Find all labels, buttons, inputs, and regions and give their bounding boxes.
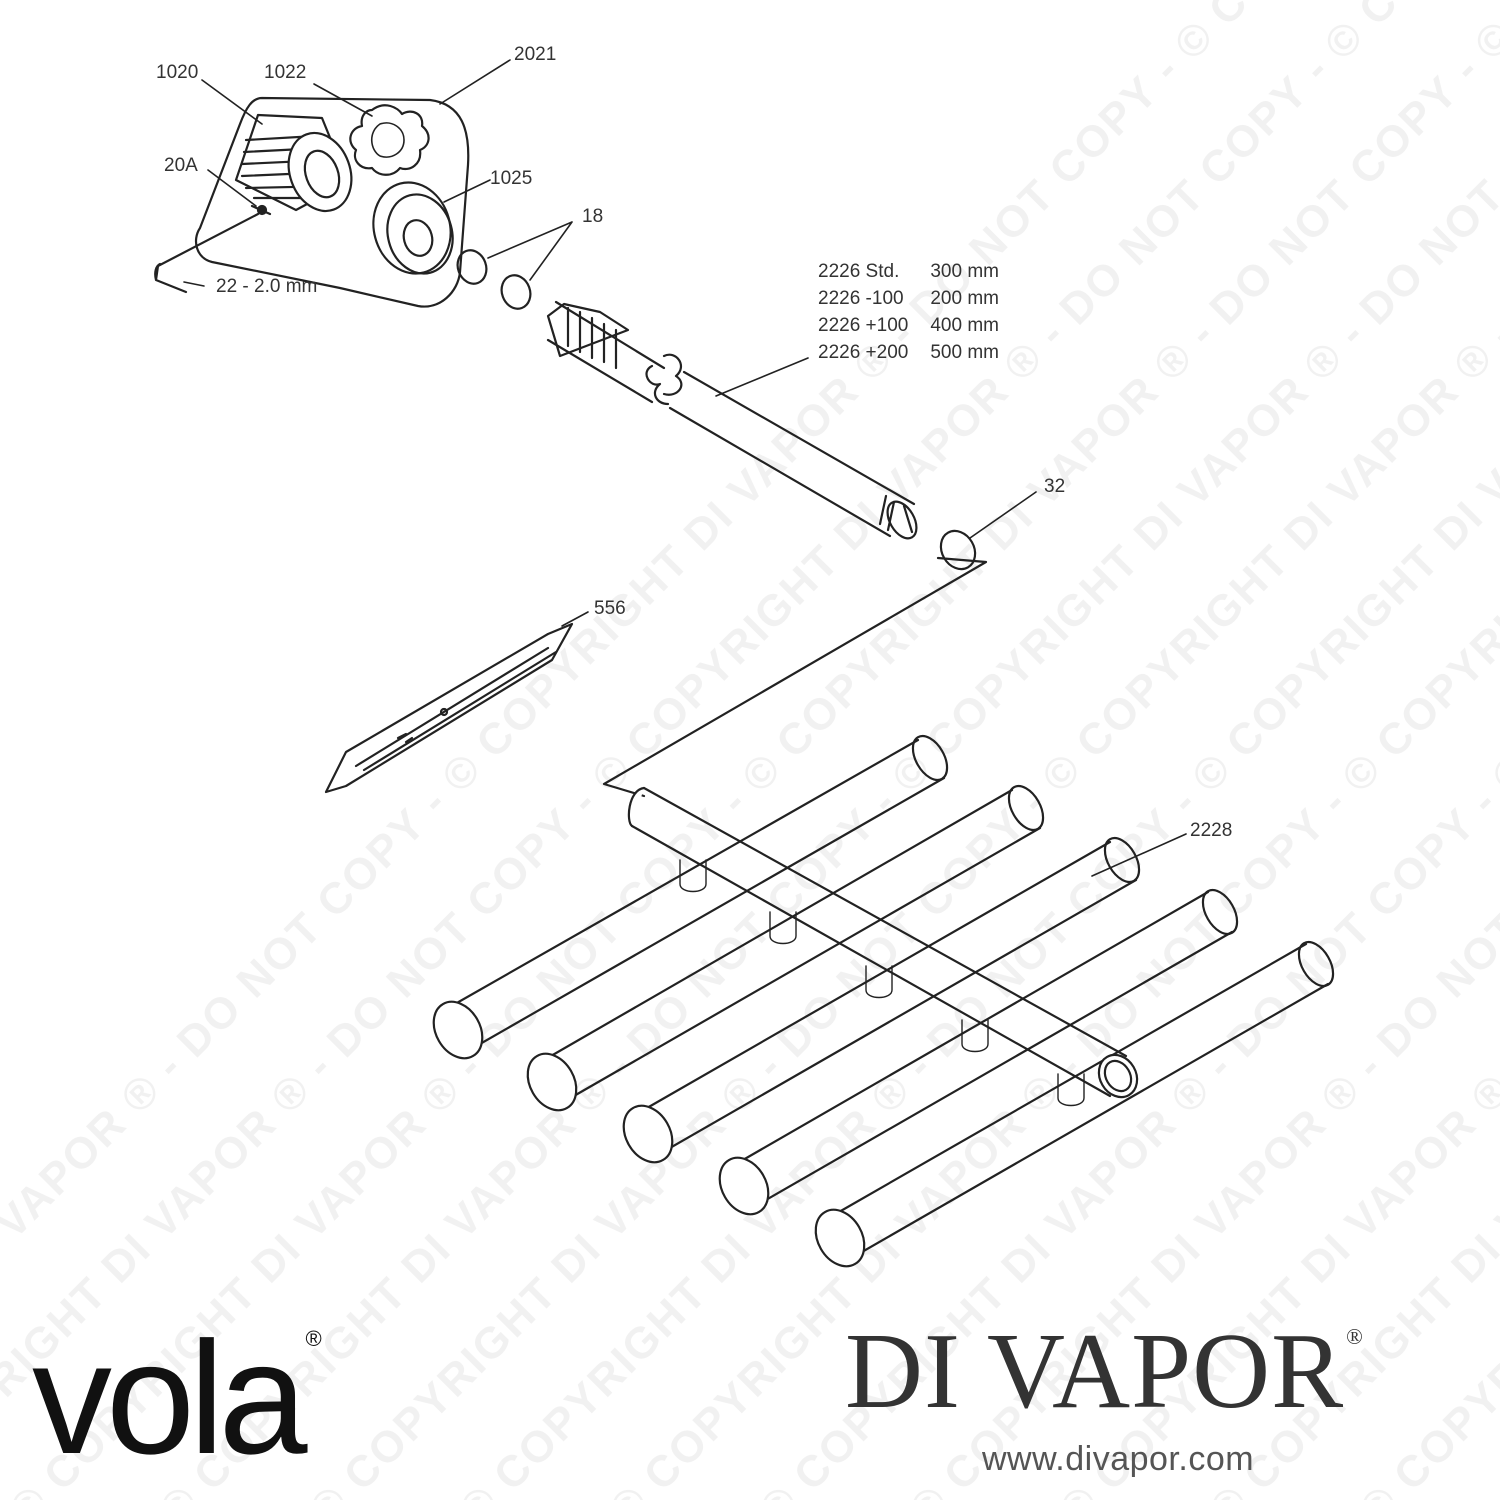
vola-logo: vola® xyxy=(32,1318,322,1478)
divapor-logo-text: DI VAPOR xyxy=(845,1312,1345,1431)
callout-2021: 2021 xyxy=(514,44,557,65)
variant-row: 2226 +200 500 mm xyxy=(818,341,999,368)
callout-556: 556 xyxy=(594,598,626,619)
divapor-registered-mark: ® xyxy=(1346,1324,1364,1349)
variant-code: 2226 +200 xyxy=(818,342,909,363)
part-20a-grub-screw xyxy=(250,204,272,216)
part-18-o-ring xyxy=(456,249,488,285)
callout-2228: 2228 xyxy=(1190,820,1233,841)
callout-32: 32 xyxy=(1044,476,1066,497)
variant-row: 2226 -100 200 mm xyxy=(818,287,999,314)
part-18-o-ring xyxy=(500,274,532,310)
part-2226-length-table: 2226 Std. 300 mm 2226 -100 200 mm 2226 +… xyxy=(818,260,999,368)
variant-code: 2226 Std. xyxy=(818,261,900,282)
vola-logo-text: vola xyxy=(32,1308,308,1487)
variant-length: 200 mm xyxy=(930,288,999,309)
divapor-website-link[interactable]: www.divapor.com xyxy=(982,1440,1255,1478)
variant-code: 2226 +100 xyxy=(818,315,909,336)
callout-1022: 1022 xyxy=(264,62,307,83)
variant-row: 2226 Std. 300 mm xyxy=(818,260,999,287)
callout-22: 22 - 2.0 mm xyxy=(216,276,318,297)
variant-row: 2226 +100 400 mm xyxy=(818,314,999,341)
variant-code: 2226 -100 xyxy=(818,288,904,309)
assembly-connector-line xyxy=(602,556,988,798)
part-1025-flange xyxy=(372,181,454,275)
variant-length: 500 mm xyxy=(930,342,999,363)
callout-1020: 1020 xyxy=(156,62,199,83)
part-2228-shower-head xyxy=(432,734,1335,1268)
part-22-hex-key xyxy=(154,212,260,294)
part-1020-threaded-nipple xyxy=(234,113,353,213)
variant-length: 300 mm xyxy=(930,261,999,282)
callout-20a: 20A xyxy=(164,155,198,176)
callout-1025: 1025 xyxy=(490,168,533,189)
leader-lines xyxy=(183,59,1187,877)
vola-registered-mark: ® xyxy=(305,1326,322,1351)
assembly-group-outline xyxy=(194,96,470,308)
callout-18: 18 xyxy=(582,206,604,227)
divapor-logo: DI VAPOR® xyxy=(845,1318,1364,1426)
variant-length: 400 mm xyxy=(930,315,999,336)
part-1022-retaining-clip xyxy=(349,104,430,176)
part-556-cover-plate xyxy=(324,622,574,794)
